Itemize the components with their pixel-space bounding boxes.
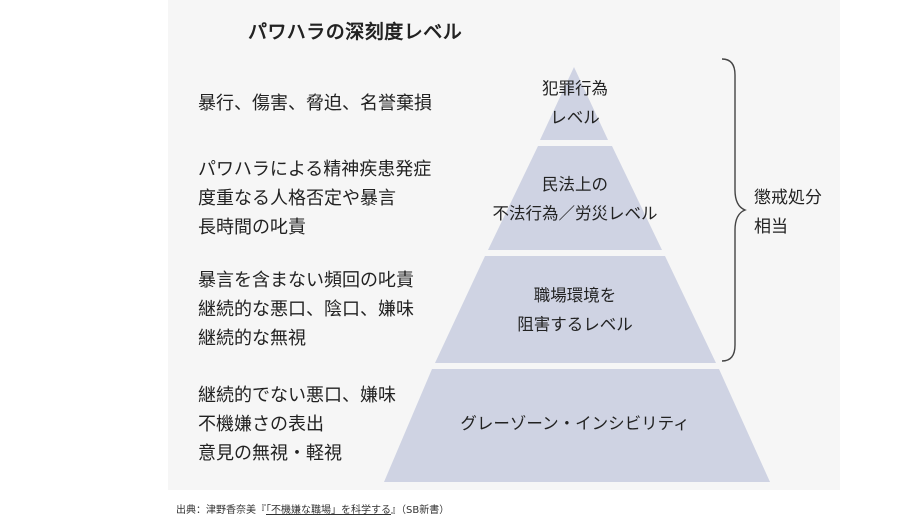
description-civil: パワハラによる精神疾患発症 度重なる人格否定や暴言 長時間の叱責 (198, 159, 432, 238)
pyramid-tier-workplace (435, 256, 716, 363)
description-gray-zone: 継続的でない悪口、嫌味 不機嫌さの表出 意見の無視・軽視 (198, 385, 396, 464)
source-prefix: 出典：津野香奈美『 (176, 505, 266, 516)
pyramid-tier-civil (488, 146, 662, 250)
tier-label-crime: 犯罪行為 レベル (542, 79, 608, 127)
disciplinary-label: 懲戒処分 相当 (754, 188, 822, 237)
tier-label-civil: 民法上の 不法行為／労災レベル (492, 175, 658, 223)
pyramid-tier-crime (540, 67, 608, 140)
source-book-link[interactable]: 「不機嫌な職場」を科学する (266, 505, 391, 516)
source-suffix: 』（SB新書） (391, 505, 450, 516)
description-crime: 暴行、傷害、脅迫、名誉棄損 (198, 93, 432, 114)
description-workplace: 暴言を含まない頻回の叱責 継続的な悪口、陰口、嫌味 継続的な無視 (198, 270, 414, 349)
source-citation: 出典：津野香奈美『「不機嫌な職場」を科学する』（SB新書） (176, 501, 449, 516)
tier-label-workplace: 職場環境を 阻害するレベル (517, 286, 633, 334)
pyramid-tier-gray-zone (384, 369, 770, 482)
diagram-title: パワハラの深刻度レベル (248, 21, 463, 43)
discipline-bracket (721, 58, 747, 362)
tier-label-gray-zone: グレーゾーン・インシビリティ (460, 414, 690, 433)
